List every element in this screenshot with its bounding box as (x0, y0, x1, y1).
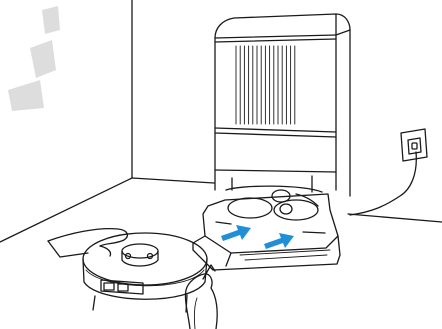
room-walls (0, 0, 442, 242)
watermark-logo (0, 0, 60, 111)
right-arrow (264, 233, 294, 249)
right-wall-floor-edge-far (348, 214, 442, 222)
dock-top (215, 14, 350, 38)
left-hand (48, 229, 127, 246)
right-wall-floor-edge (132, 178, 214, 183)
dock-ramp-lip (193, 236, 340, 270)
left-wall-floor-edge (0, 178, 132, 242)
dock-front-top (215, 35, 336, 38)
robot-sensor-window (101, 280, 143, 294)
left-wheel-well (228, 198, 272, 218)
robot-top (83, 233, 207, 285)
dock-ribs (236, 46, 295, 124)
dock-base-line (215, 170, 336, 172)
power-cable (350, 152, 416, 215)
charging-contact (280, 204, 292, 214)
power-outlet-icon (401, 129, 427, 161)
dock-panel-divider (215, 128, 336, 132)
left-arrow (221, 225, 251, 241)
arrow-right-icon (221, 225, 294, 249)
right-hand (185, 274, 217, 329)
